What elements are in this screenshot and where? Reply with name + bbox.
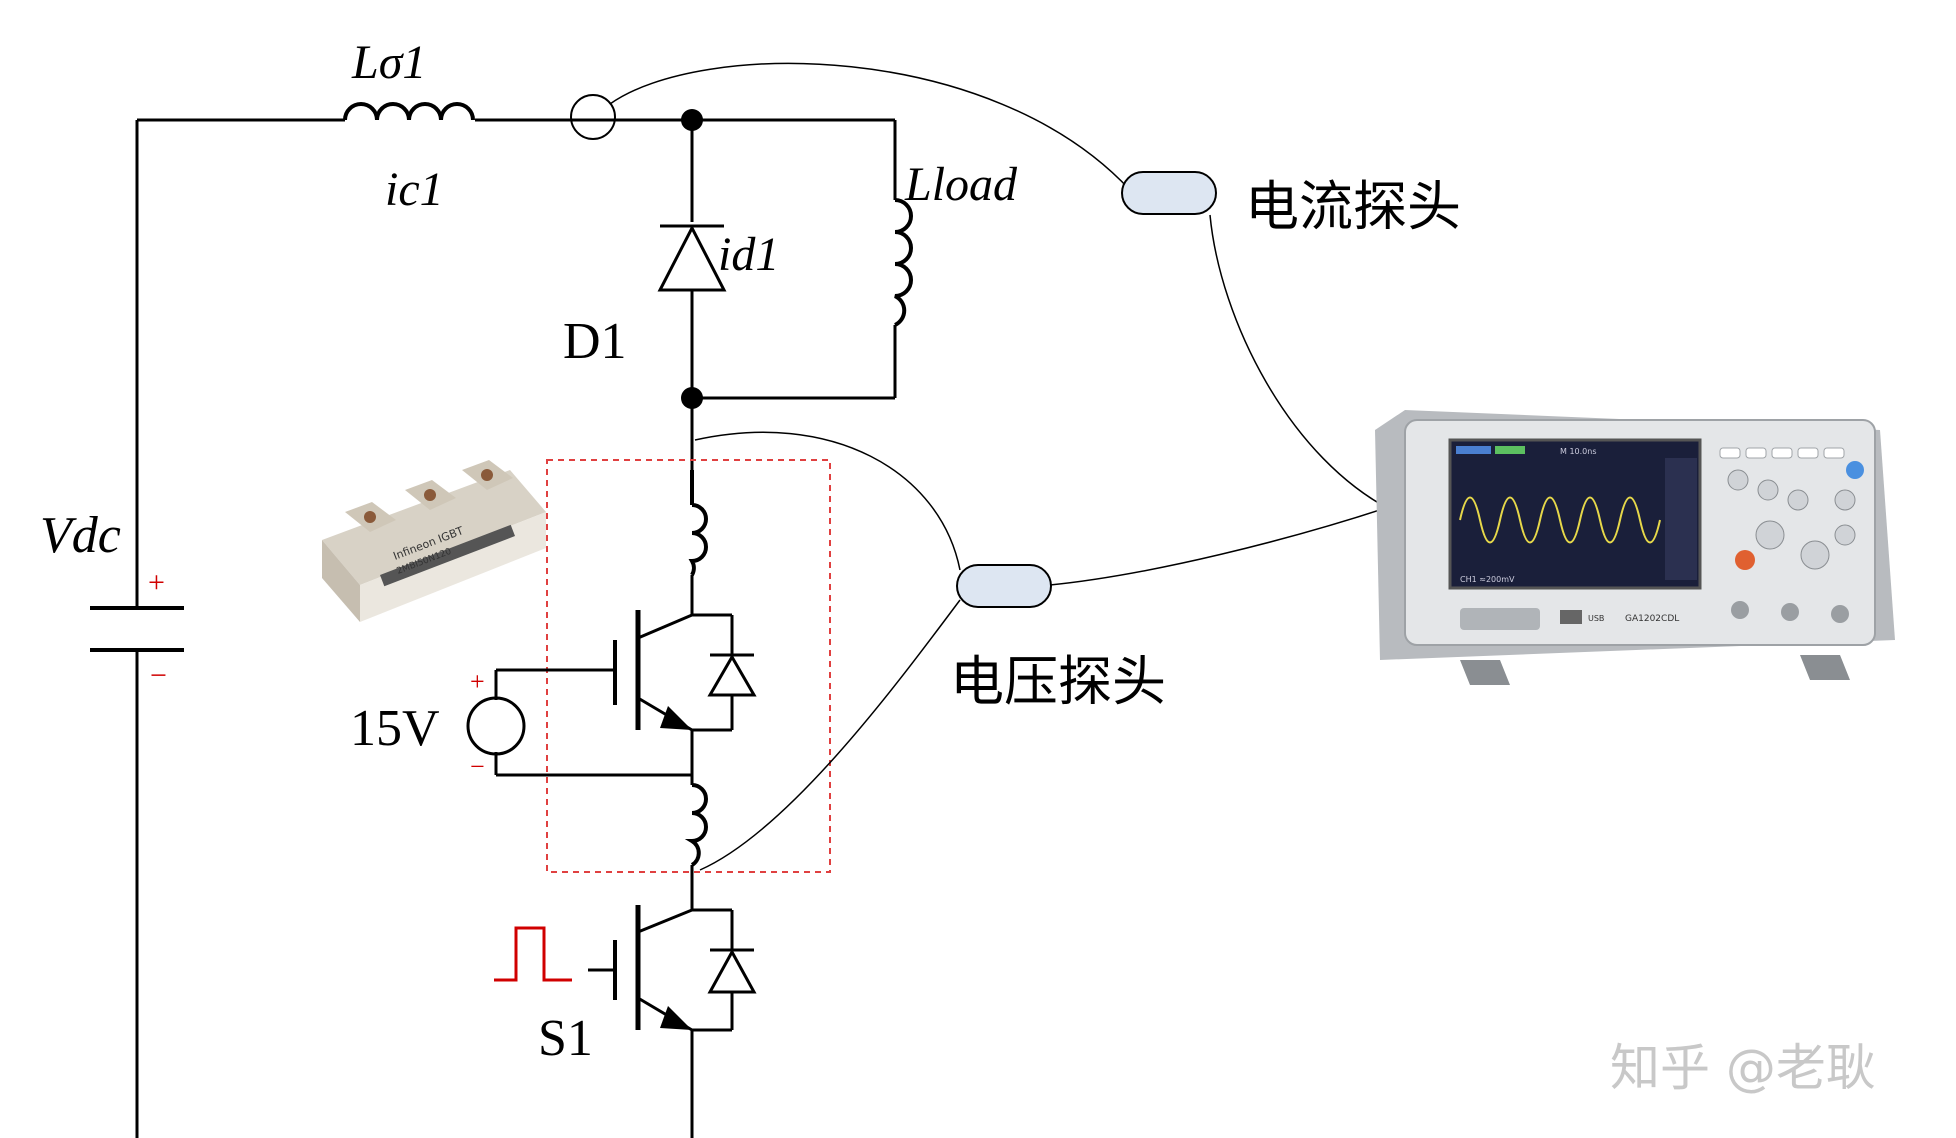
load-inductor: [894, 198, 913, 327]
module-inductor-top: [688, 470, 708, 576]
scope-screen-bottom-text: CH1 ≈200mV: [1460, 575, 1515, 584]
oscilloscope-screen: [1448, 438, 1702, 590]
scope-waveform: [1459, 496, 1661, 544]
scope-model-text: GA1202CDL: [1625, 614, 1679, 624]
diode-d1: [657, 224, 727, 292]
label-voltage-probe: 电压探头: [950, 650, 1166, 713]
module-inductor-bottom: [684, 783, 708, 867]
label-d1: D1: [563, 313, 627, 370]
scope-port-text: USB: [1588, 614, 1604, 623]
gate-source-minus-sign: −: [470, 752, 485, 781]
oscilloscope: M 10.0ns CH1 ≈200mV USB GA1202CDL: [1375, 410, 1895, 685]
current-probe-body: [1121, 171, 1217, 215]
lower-igbt-s1: [588, 905, 757, 1032]
label-current-probe: 电流探头: [1245, 175, 1461, 238]
label-l-load: Lload: [904, 158, 1018, 211]
main-wiring: [135, 118, 897, 1138]
node-dot-middle: [681, 387, 703, 409]
label-s1: S1: [538, 1010, 593, 1067]
current-probe-ring: [570, 94, 616, 140]
label-ic1: ic1: [385, 163, 444, 216]
gate-voltage-source: [466, 696, 526, 756]
voltage-probe-body: [956, 564, 1052, 608]
stray-inductor: [343, 102, 475, 121]
watermark-text: 知乎 @老耿: [1610, 1039, 1876, 1097]
label-vdc: Vdc: [40, 507, 121, 564]
gate-pulse-icon: [494, 926, 572, 982]
probe-cables: [609, 62, 1396, 871]
igbt-module-photo: Infineon IGBT 2MBI50N120: [322, 460, 546, 622]
node-dot-top: [681, 109, 703, 131]
scope-screen-top-text: M 10.0ns: [1560, 447, 1597, 456]
label-l-sigma1: Lσ1: [351, 36, 426, 89]
igbt-module-outline: [546, 459, 831, 873]
gate-source-plus-sign: +: [470, 667, 485, 696]
vdc-minus-sign: −: [150, 659, 167, 692]
label-15v: 15V: [350, 700, 440, 757]
gate-drive-loop: [494, 670, 692, 777]
dc-source-vdc: [90, 606, 184, 652]
label-id1: id1: [718, 228, 779, 281]
vdc-plus-sign: +: [148, 566, 165, 599]
upper-igbt: [496, 610, 757, 732]
